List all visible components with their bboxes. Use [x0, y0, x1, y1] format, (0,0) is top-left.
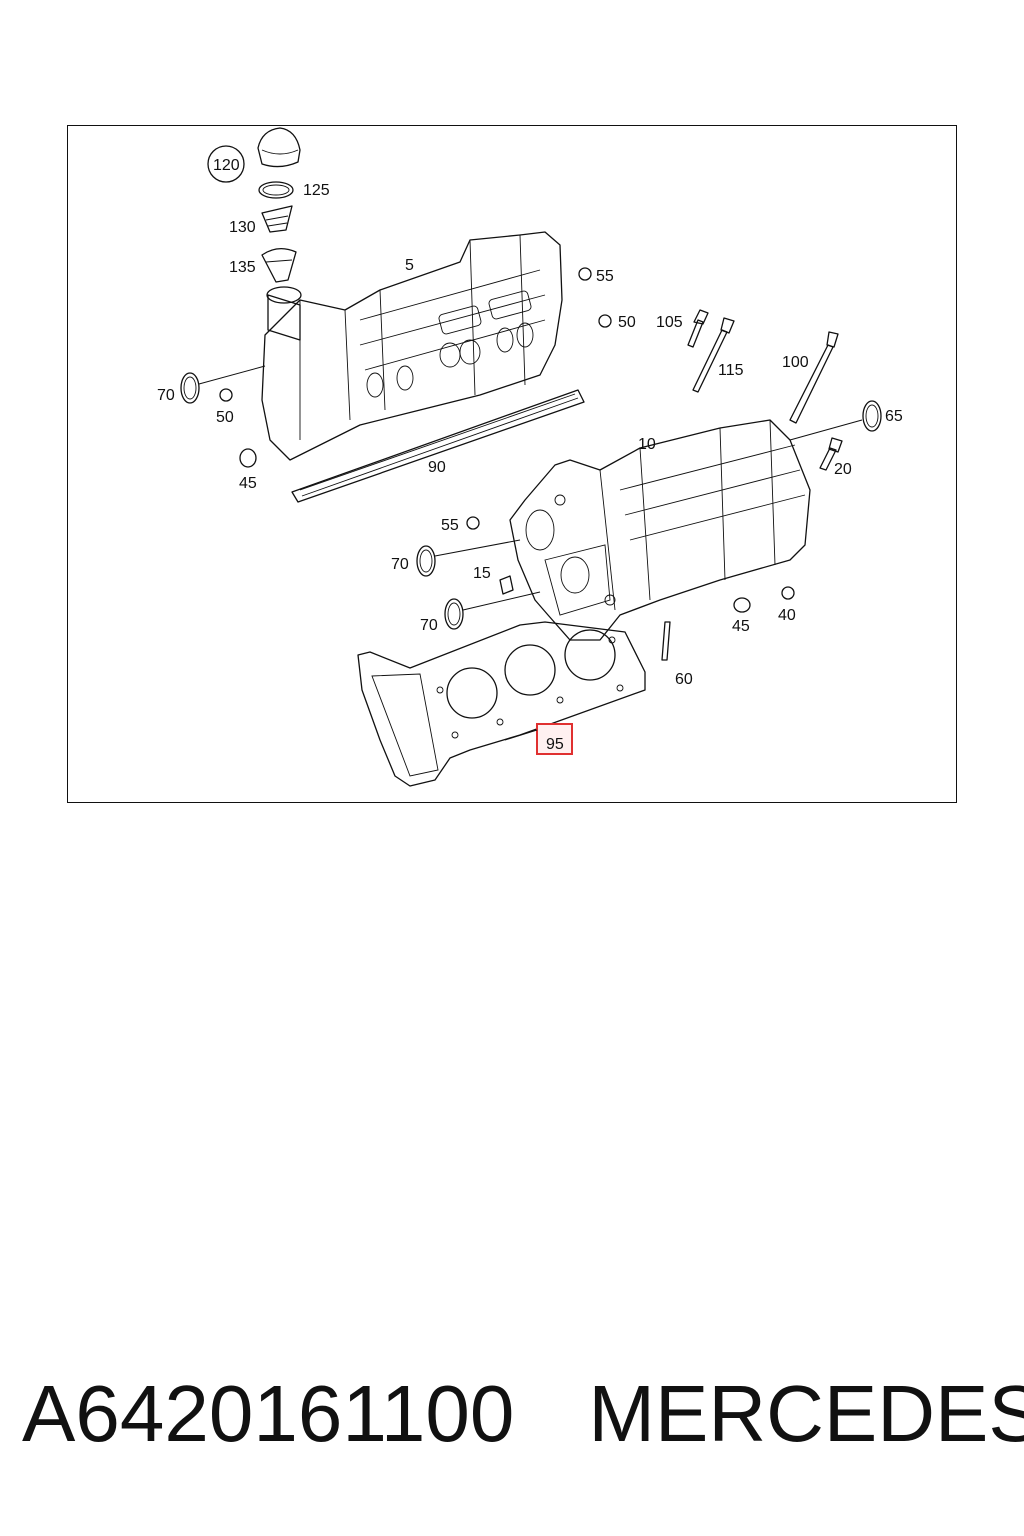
- callout-70-lower: 70: [420, 617, 438, 634]
- callout-95[interactable]: 95: [546, 736, 564, 753]
- callout-45-upper: 45: [239, 475, 257, 492]
- oil-filler-parts: [257, 127, 301, 283]
- callout-55-lower: 55: [441, 517, 459, 534]
- callout-130: 130: [229, 219, 256, 236]
- callout-125: 125: [303, 182, 330, 199]
- head-gasket-upper: [291, 389, 585, 503]
- callout-120-circle: [207, 145, 245, 183]
- callout-5: 5: [405, 257, 414, 274]
- part-caption: A6420161100 MERCEDES: [22, 1368, 1024, 1468]
- callout-50-upper: 50: [618, 314, 636, 331]
- upper-small-parts: [180, 267, 612, 468]
- callout-15: 15: [473, 565, 491, 582]
- part-number: A6420161100: [22, 1369, 515, 1458]
- callout-90: 90: [428, 459, 446, 476]
- callout-45-lower: 45: [732, 618, 750, 635]
- callout-70-upper: 70: [157, 387, 175, 404]
- callout-105: 105: [656, 314, 683, 331]
- head-gasket-95: [357, 621, 646, 787]
- callout-120: 120: [213, 157, 240, 174]
- callout-40: 40: [778, 607, 796, 624]
- callout-100: 100: [782, 354, 809, 371]
- callout-115: 115: [718, 362, 744, 379]
- callout-70-middle: 70: [391, 556, 409, 573]
- highlight-box-95: [536, 723, 573, 755]
- diagram-frame: [67, 125, 957, 803]
- bolts: [661, 309, 843, 661]
- callout-10: 10: [638, 436, 656, 453]
- brand-name: MERCEDES: [588, 1369, 1024, 1458]
- callout-65: 65: [885, 408, 903, 425]
- callout-20: 20: [834, 461, 852, 478]
- seal-65: [789, 400, 882, 441]
- callout-55-upper: 55: [596, 268, 614, 285]
- lower-cylinder-head: [509, 419, 811, 641]
- exploded-parts-diagram: 120 125 130 135 5 55 50 105 115 100 65 7…: [157, 127, 903, 787]
- upper-cylinder-head: [261, 231, 563, 461]
- callout-135: 135: [229, 259, 256, 276]
- lower-small-parts: [416, 516, 795, 630]
- callout-60: 60: [675, 671, 693, 688]
- callout-50-lower: 50: [216, 409, 234, 426]
